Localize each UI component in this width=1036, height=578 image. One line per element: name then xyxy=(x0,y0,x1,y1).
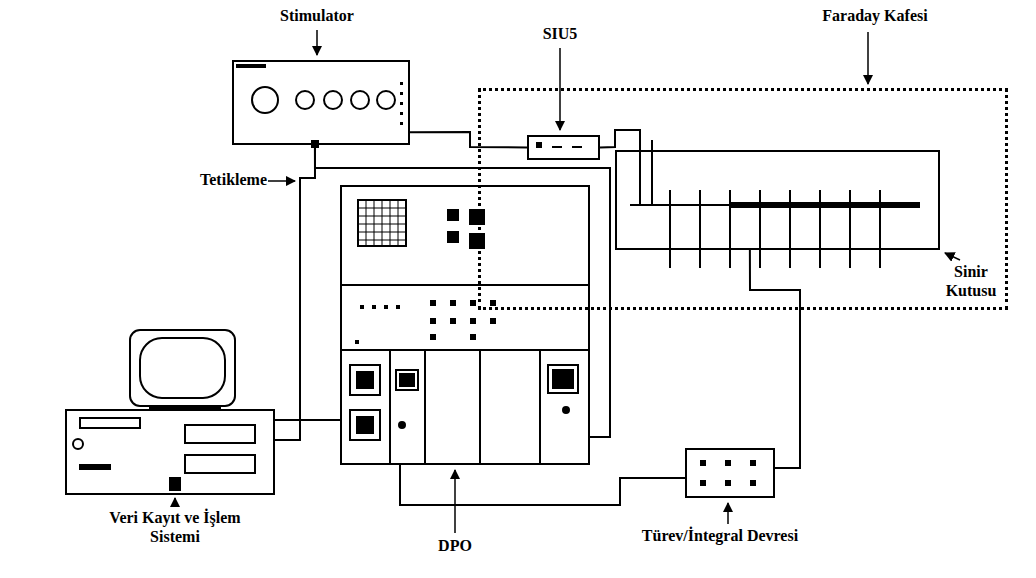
cable xyxy=(400,465,685,505)
device-label: DPO xyxy=(420,536,490,555)
stimulator-device: Stimulator xyxy=(232,60,410,145)
stimulator-device xyxy=(236,64,403,148)
cable xyxy=(600,130,640,150)
siu5-device xyxy=(536,142,582,148)
cable xyxy=(275,419,340,421)
device-label: Sinir Kutusu xyxy=(940,262,1002,300)
faraday-cage: Faraday KafesiSinir Kutusu xyxy=(478,88,1008,310)
signal-label: Tetikleme xyxy=(175,170,267,189)
cable xyxy=(750,250,800,468)
device-label: Veri Kayıt ve İşlem Sistemi xyxy=(95,508,255,546)
dpo-illustration xyxy=(342,200,588,463)
leader-arrows xyxy=(175,30,960,533)
nerve-box: Sinir Kutusu xyxy=(615,150,940,250)
device-label: Stimulator xyxy=(262,6,372,25)
device-label: SIU5 xyxy=(520,24,600,43)
device-label: Faraday Kafesi xyxy=(790,6,960,25)
dpo-oscilloscope: DPO xyxy=(340,185,590,465)
derivative-integral-circuit: Türev/İntegral Devresi xyxy=(685,448,775,498)
cable xyxy=(275,145,315,440)
circuit-dots xyxy=(700,460,756,486)
cable xyxy=(315,145,610,437)
cable xyxy=(410,132,527,148)
computer-illustration xyxy=(66,330,274,494)
siu5-unit: SIU5 xyxy=(527,135,600,160)
data-system: Veri Kayıt ve İşlem Sistemi xyxy=(65,330,275,495)
device-label: Türev/İntegral Devresi xyxy=(640,526,800,545)
